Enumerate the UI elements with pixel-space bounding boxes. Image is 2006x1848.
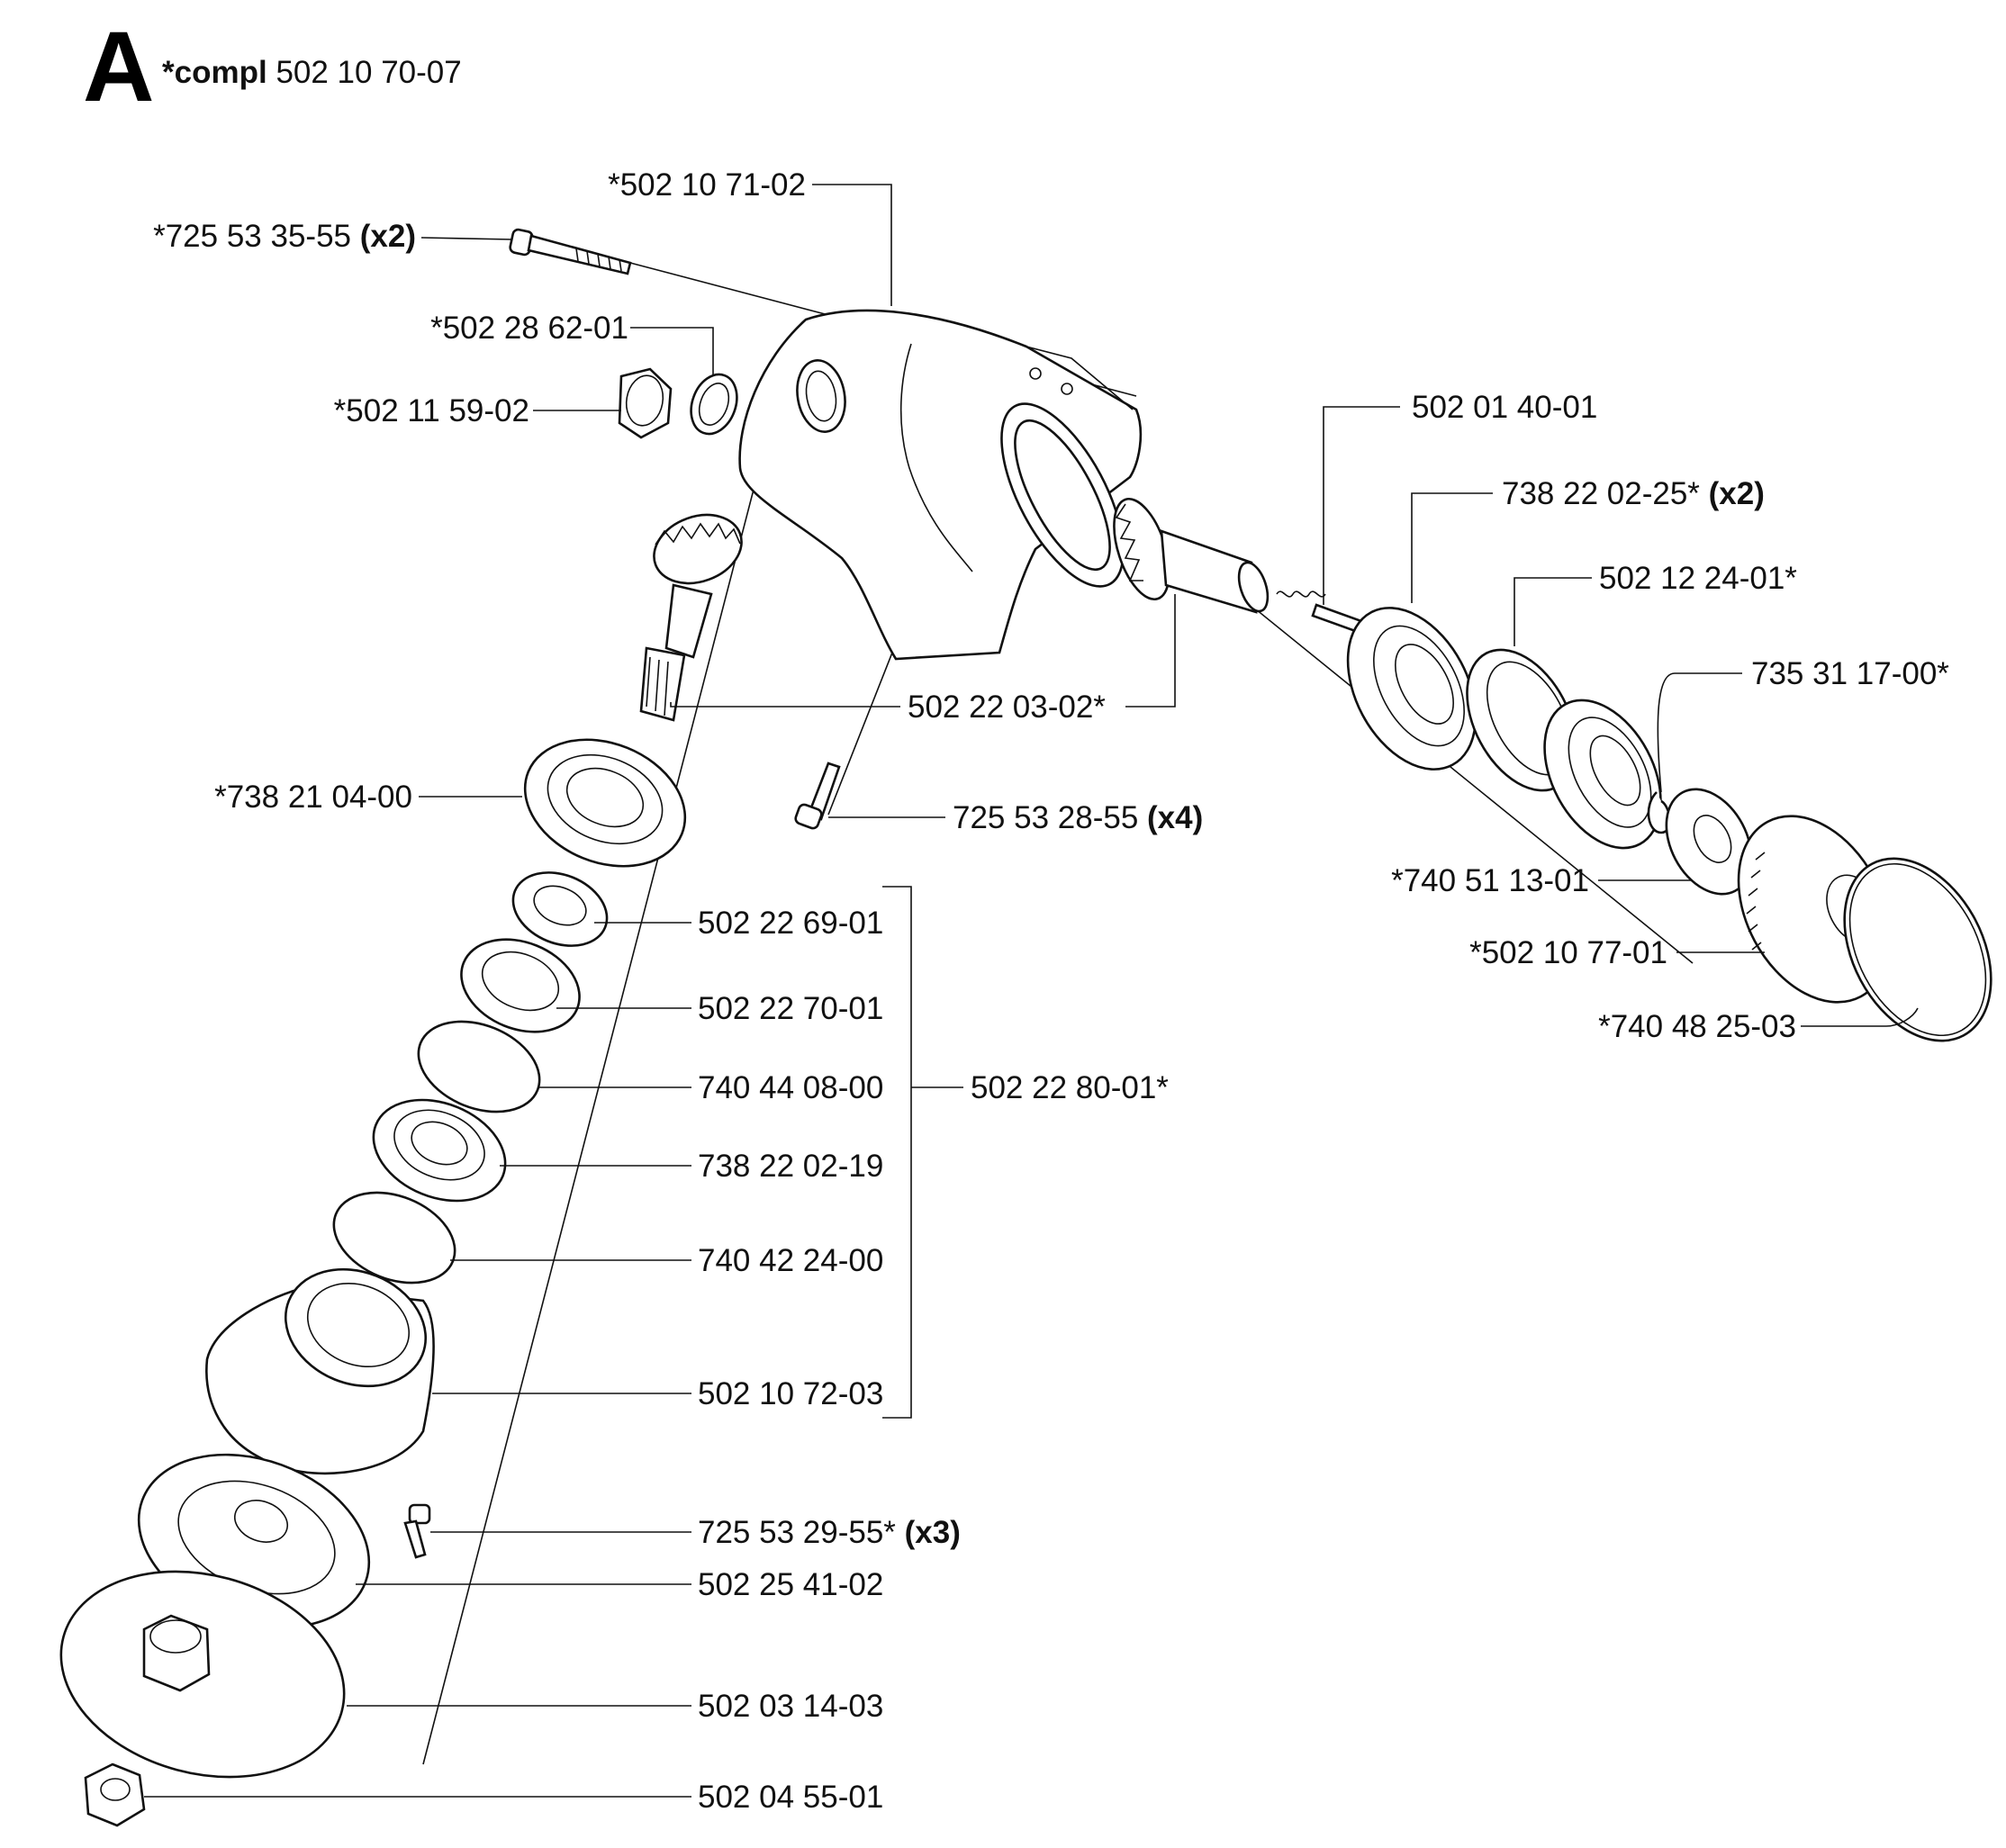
o-ring-end-cap [1843,857,1992,1042]
part-number-c12: *740 51 13-01 [1391,863,1589,898]
bevel-pinion-gear [639,513,743,722]
part-number-c15: 502 22 69-01 [698,906,883,941]
gear-housing [738,309,1143,661]
ball-bearing-main [523,738,687,868]
part-number-c05: 502 01 40-01 [1412,390,1597,425]
part-number-c01: *502 10 71-02 [608,167,806,203]
part-number-c09: 502 22 03-02* [908,690,1106,725]
ball-bearing-lower-right [1543,699,1662,850]
housing-bolt [509,228,632,275]
callout-labels: *502 10 71-02 *725 53 35-55 (x2) *502 28… [153,167,1949,1815]
part-number-c25: 502 04 55-01 [698,1780,883,1815]
spring-pin [1276,590,1363,634]
part-number-c23: 502 25 41-02 [698,1567,883,1602]
part-number-c21: 502 10 72-03 [698,1376,883,1411]
part-number-c24: 502 03 14-03 [698,1689,883,1724]
part-number-c17: 740 44 08-00 [698,1070,883,1105]
part-number-c07: 502 12 24-01* [1599,561,1797,596]
part-number-c22: 725 53 29-55* (x3) [698,1515,961,1550]
lock-nut [84,1762,146,1827]
o-ring-1 [417,1020,541,1113]
leader-lines [144,184,1919,1798]
output-bevel-gear [1113,497,1270,614]
part-number-c20: 740 42 24-00 [698,1243,883,1278]
part-number-c11: 725 53 28-55 (x4) [953,800,1203,835]
part-number-c18: 502 22 80-01* [971,1070,1169,1105]
filler-plug [618,367,673,439]
part-number-c03: *502 28 62-01 [430,311,628,346]
part-number-c19: 738 22 02-19 [698,1149,883,1184]
small-screw-x3 [403,1503,431,1559]
part-number-c14: *740 48 25-03 [1598,1009,1796,1044]
section-letter: A [83,12,154,122]
bearing-housing [205,1267,435,1475]
blade-guard-disc [59,1570,346,1779]
part-number-c08: 735 31 17-00* [1751,656,1949,691]
part-number-c04: *502 11 59-02 [334,393,529,428]
bushing [511,871,609,947]
housing-screw [794,762,841,830]
sealing-washer [690,373,738,436]
part-number-c16: 502 22 70-01 [698,991,883,1026]
ball-bearing-upper-right [1346,607,1477,771]
part-number-c06: 738 22 02-25* (x2) [1502,476,1765,511]
part-number-c02: *725 53 35-55 (x2) [153,219,416,254]
part-number-c13: *502 10 77-01 [1469,935,1667,970]
ball-bearing-lower [372,1098,507,1203]
complete-assembly-number: *compl 502 10 70-07 [162,55,462,90]
part-number-c10: *738 21 04-00 [214,780,412,815]
thrust-washer [1665,788,1753,896]
